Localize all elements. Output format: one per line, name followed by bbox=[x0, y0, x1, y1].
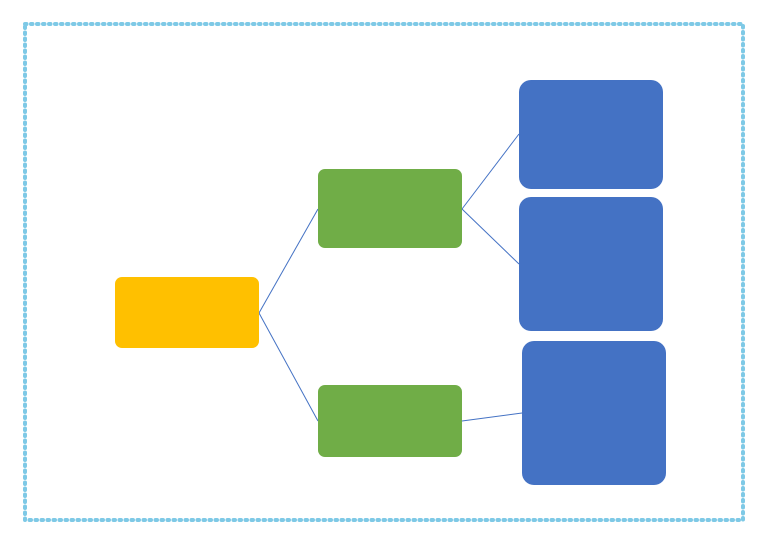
root-node-box[interactable] bbox=[115, 277, 259, 348]
connector-branch-top-to-leaf-2 bbox=[461, 208, 520, 265]
leaf-node-1[interactable] bbox=[519, 80, 663, 189]
connector-root-to-branch-bottom bbox=[258, 312, 319, 422]
connector-branch-bottom-to-leaf-3 bbox=[461, 412, 523, 422]
nodes bbox=[115, 80, 666, 485]
decorative-border-inner bbox=[24, 23, 744, 521]
leaf-node-1-box[interactable] bbox=[519, 80, 663, 189]
page-border bbox=[23, 22, 745, 522]
branch-node-bottom-box[interactable] bbox=[318, 385, 462, 457]
branch-node-top-box[interactable] bbox=[318, 169, 462, 248]
connectors bbox=[258, 133, 523, 422]
leaf-node-2-box[interactable] bbox=[519, 197, 663, 331]
leaf-node-3[interactable] bbox=[522, 341, 666, 485]
leaf-node-2[interactable] bbox=[519, 197, 663, 331]
root-node[interactable] bbox=[115, 277, 259, 348]
connector-root-to-branch-top bbox=[258, 208, 319, 314]
leaf-node-3-box[interactable] bbox=[522, 341, 666, 485]
branch-node-top[interactable] bbox=[318, 169, 462, 248]
branch-node-bottom[interactable] bbox=[318, 385, 462, 457]
connector-branch-top-to-leaf-1 bbox=[461, 133, 520, 210]
